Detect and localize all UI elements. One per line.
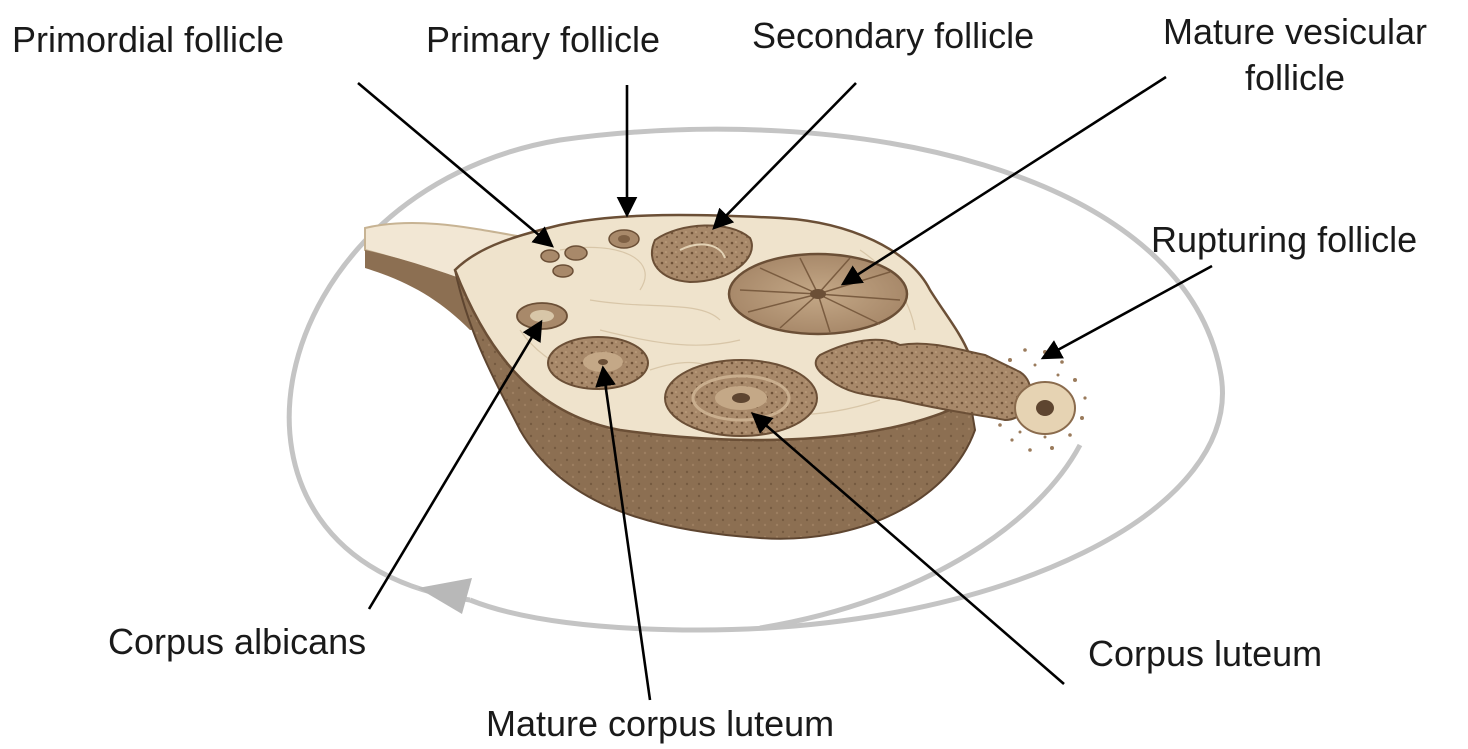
label-mature-corpus-luteum: Mature corpus luteum [486, 703, 834, 744]
cycle-arrowhead [418, 578, 472, 614]
leader-mature-vesicular [843, 77, 1166, 284]
label-primary-follicle: Primary follicle [426, 19, 660, 60]
leader-rupturing [1043, 266, 1212, 358]
primary-follicle [609, 230, 639, 248]
label-rupturing-follicle: Rupturing follicle [1151, 219, 1417, 260]
label-secondary-follicle: Secondary follicle [752, 15, 1034, 56]
mature-vesicular-follicle [729, 254, 907, 334]
leader-secondary [714, 83, 856, 228]
corpus-luteum [665, 360, 817, 436]
label-corpus-luteum: Corpus luteum [1088, 633, 1322, 674]
mature-corpus-luteum [548, 337, 648, 389]
label-mature-vesicular-line2: follicle [1245, 57, 1345, 98]
label-corpus-albicans: Corpus albicans [108, 621, 366, 662]
label-mature-vesicular-line1: Mature vesicular [1163, 11, 1427, 52]
leader-corpus-albicans [369, 322, 541, 609]
label-primordial-follicle: Primordial follicle [12, 19, 284, 60]
corpus-albicans [517, 303, 567, 329]
